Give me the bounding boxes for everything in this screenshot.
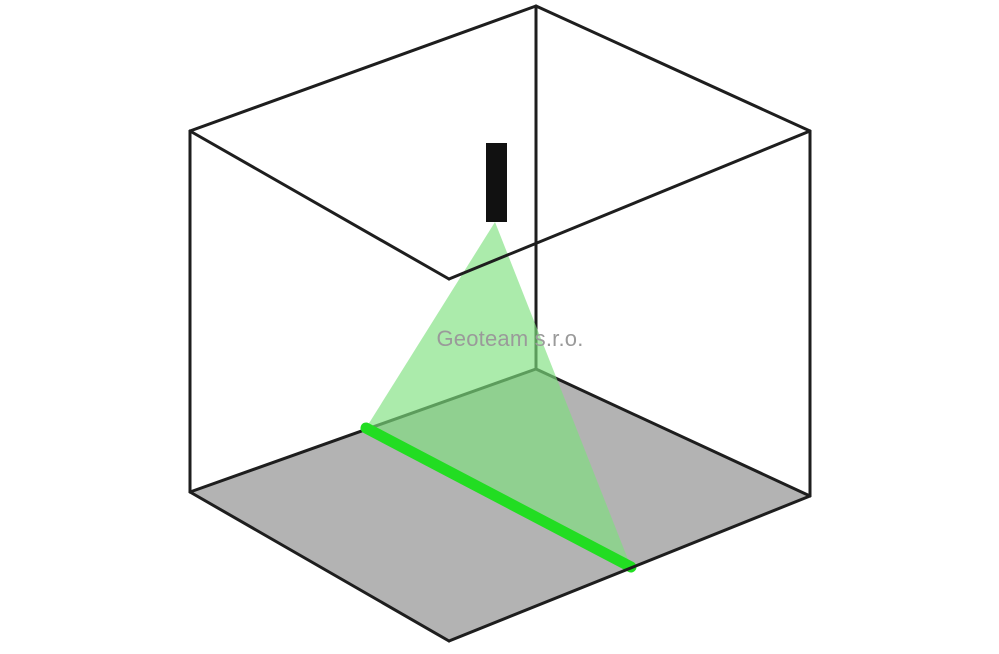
cube-edge-top-back-right	[534, 4, 812, 133]
cube-edge-top-front-right	[447, 129, 812, 281]
cube-edge-floor-front-left	[188, 490, 451, 643]
cube-edge-floor-front-right	[447, 494, 812, 643]
cube-edge-top-front-left	[188, 129, 451, 281]
cube-edge-back-floor-right	[534, 367, 812, 498]
laser-line	[360, 422, 637, 573]
line-laser-device-icon	[486, 143, 507, 222]
laser-fan	[366, 222, 631, 567]
cube-edge-top-back-left	[188, 4, 538, 133]
watermark-text: Geoteam s.r.o.	[436, 326, 583, 351]
